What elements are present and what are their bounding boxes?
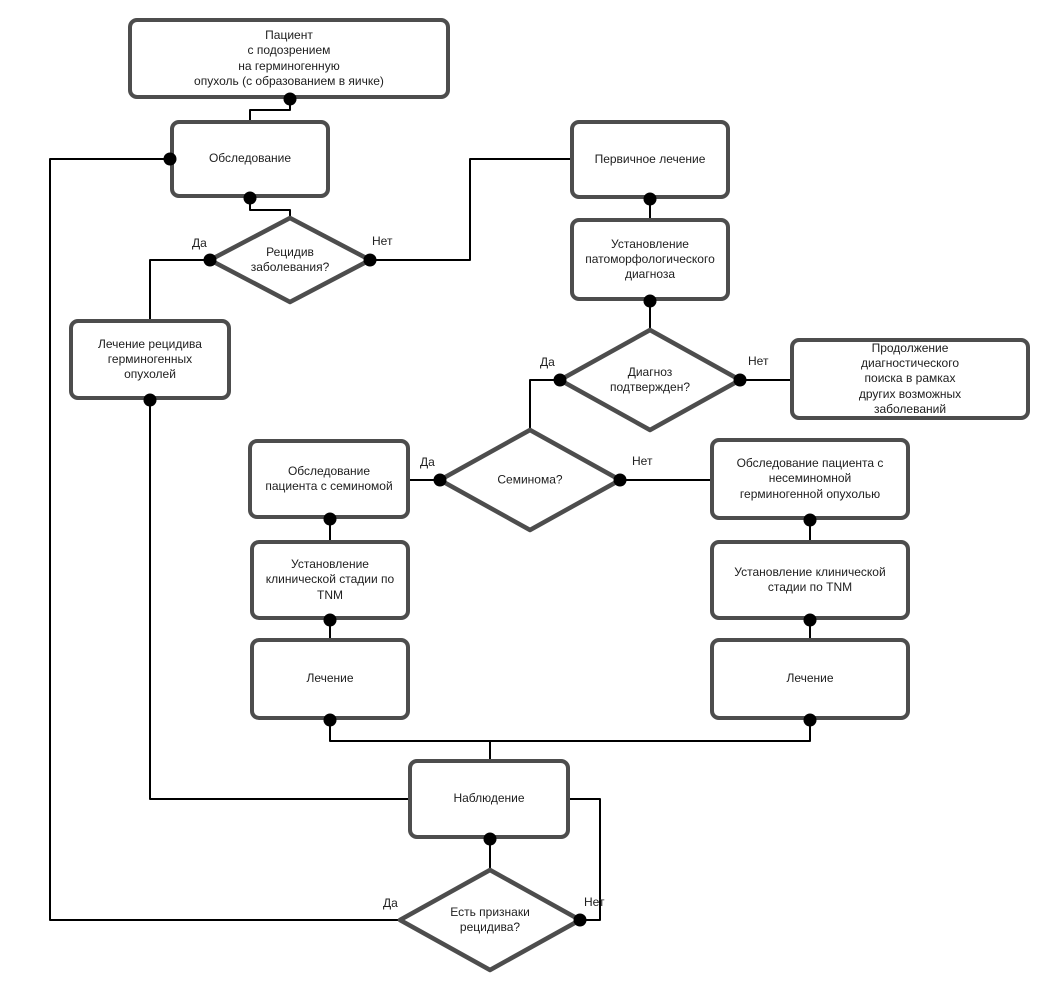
node-obsledovanie: Обследование (170, 120, 330, 198)
decision-label-priznaki: Есть признаки рецидива? (450, 904, 530, 934)
connector-dot (613, 473, 627, 487)
edge-lechl-merge (329, 720, 490, 742)
node-patomorph-diagnoz: Установление патоморфологического диагно… (570, 218, 730, 301)
decision-label-seminoma: Семинома? (497, 472, 563, 487)
node-pervichnoe-lechenie: Первичное лечение (570, 120, 730, 199)
edge-recidiv-lechrec (149, 259, 210, 319)
branch-label-da-seminoma: Да (420, 455, 435, 469)
branch-label-net-recidiv: Нет (372, 234, 393, 248)
connector-dot (733, 373, 747, 387)
edge-patient-obsled (249, 99, 291, 120)
node-prodolzhenie-poiska: Продолжение диагностического поиска в ра… (790, 338, 1030, 420)
decision-label-diagnoz: Диагноз подтвержден? (610, 364, 690, 394)
edge-lechr-merge (490, 720, 811, 742)
node-lechenie-left: Лечение (250, 638, 410, 720)
connector-dot (363, 253, 377, 267)
connector-dot (573, 913, 587, 927)
node-obsled-neseminoma: Обследование пациента с несеминомной гер… (710, 438, 910, 520)
node-patient: Пациент с подозрением на герминогенную о… (128, 18, 450, 99)
decision-label-recidiv: Рецидив заболевания? (250, 244, 330, 274)
branch-label-net-seminoma: Нет (632, 454, 653, 468)
edge-obsled-recidiv (249, 198, 291, 218)
edge-recidiv-pervich (370, 158, 570, 261)
edge-diagnoz-seminoma (529, 379, 560, 430)
branch-label-da-diagnoz: Да (540, 355, 555, 369)
node-nablyudenie: Наблюдение (408, 759, 570, 839)
node-obsled-seminoma: Обследование пациента с семиномой (248, 439, 410, 519)
connector-dot (553, 373, 567, 387)
branch-label-net-diagnoz: Нет (748, 354, 769, 368)
branch-label-da-priznaki: Да (383, 896, 398, 910)
node-lechenie-recidiva: Лечение рецидива герминогенных опухолей (69, 319, 231, 400)
branch-label-da-recidiv: Да (192, 236, 207, 250)
node-tnm-right: Установление клинической стадии по TNM (710, 540, 910, 620)
connector-dot (433, 473, 447, 487)
branch-label-net-priznaki: Нет (584, 895, 605, 909)
node-tnm-left: Установление клинической стадии по TNM (250, 540, 410, 620)
node-lechenie-right: Лечение (710, 638, 910, 720)
